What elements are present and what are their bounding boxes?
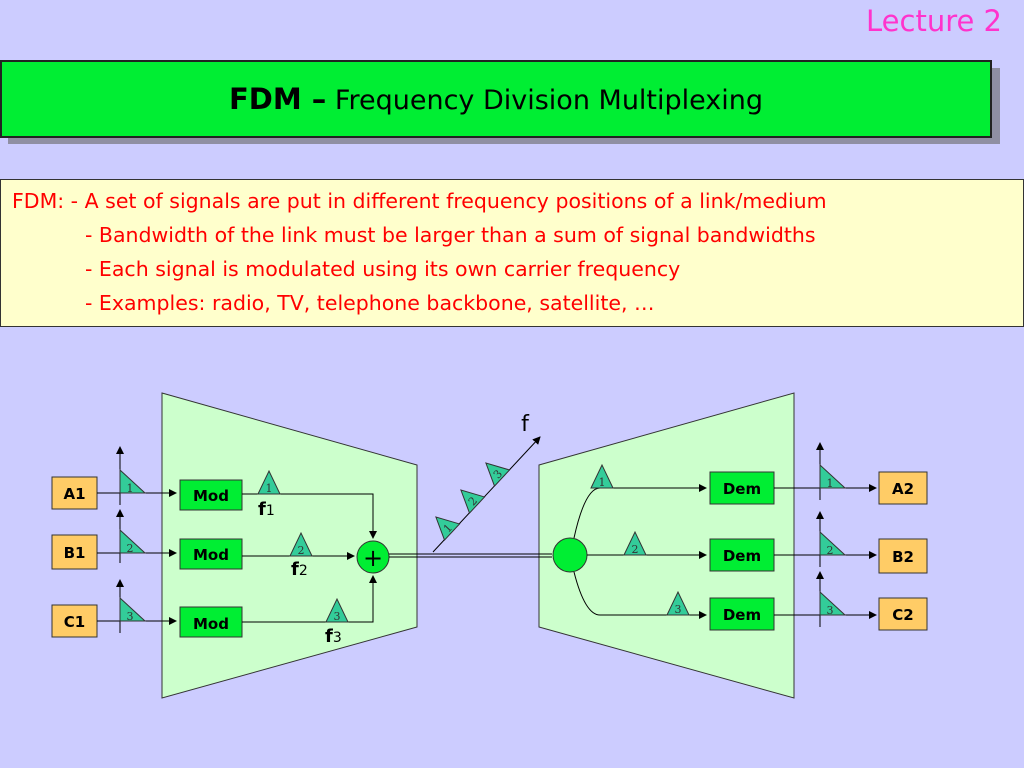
modulator-3: Mod bbox=[179, 606, 243, 638]
input-box-a1: A1 bbox=[51, 476, 98, 510]
carrier-label-f2: f2 bbox=[291, 559, 308, 580]
demux-spectrum-1: 1 bbox=[590, 463, 614, 489]
input-label-a1: A1 bbox=[63, 485, 85, 503]
input-spectrum-1: 1 bbox=[97, 446, 177, 505]
demux-spectrum-3: 3 bbox=[666, 590, 690, 616]
lecture-label: Lecture 2 bbox=[866, 4, 1002, 38]
modulator-label-1: Mod bbox=[193, 487, 229, 505]
title-rest: Frequency Division Multiplexing bbox=[334, 85, 764, 116]
modulator-label-2: Mod bbox=[193, 546, 229, 564]
output-box-c2: C2 bbox=[878, 597, 928, 631]
output-channel-number-1: 1 bbox=[827, 477, 834, 490]
splitter-node bbox=[552, 537, 588, 573]
description-line-4: - Examples: radio, TV, telephone backbon… bbox=[85, 291, 655, 315]
input-box-b1: B1 bbox=[51, 534, 98, 570]
demux-channel-number-3: 3 bbox=[675, 603, 682, 616]
demux-channel-number-1: 1 bbox=[599, 476, 606, 489]
description-line-1: FDM: - A set of signals are put in diffe… bbox=[12, 189, 827, 213]
input-label-c1: C1 bbox=[64, 613, 85, 631]
description-line-2: - Bandwidth of the link must be larger t… bbox=[85, 223, 816, 247]
output-spectrum-2: 2 bbox=[774, 511, 877, 567]
input-spectrum-3: 3 bbox=[97, 579, 177, 633]
summer-symbol: + bbox=[363, 544, 383, 572]
title-banner: FDM – Frequency Division Multiplexing bbox=[0, 60, 992, 138]
output-label-a2: A2 bbox=[892, 480, 914, 498]
description-line-3: - Each signal is modulated using its own… bbox=[85, 257, 681, 281]
input-spectrum-2: 2 bbox=[97, 509, 177, 563]
demodulator-2: Dem bbox=[709, 538, 775, 572]
input-box-c1: C1 bbox=[51, 604, 98, 638]
description-box: FDM: - A set of signals are put in diffe… bbox=[0, 179, 1024, 327]
modulator-2: Mod bbox=[179, 538, 243, 570]
input-channel-number-2: 2 bbox=[127, 542, 134, 555]
demodulator-label-2: Dem bbox=[723, 547, 761, 565]
output-spectrum-1: 1 bbox=[774, 442, 877, 500]
demodulator-3: Dem bbox=[709, 597, 775, 631]
path-channel-3 bbox=[242, 575, 377, 623]
path-channel-1 bbox=[242, 493, 377, 539]
input-channel-number-3: 3 bbox=[127, 610, 134, 623]
output-box-a2: A2 bbox=[878, 471, 928, 505]
modulator-label-3: Mod bbox=[193, 615, 229, 633]
demodulator-1: Dem bbox=[709, 471, 775, 505]
slide-title: FDM – Frequency Division Multiplexing bbox=[229, 82, 763, 116]
carrier-spectrum-3: 3 bbox=[325, 597, 349, 623]
demux-channel-number-2: 2 bbox=[632, 543, 639, 556]
branch-channel-3 bbox=[573, 571, 707, 619]
modulator-1: Mod bbox=[179, 479, 243, 511]
output-label-b2: B2 bbox=[892, 548, 914, 566]
input-channel-number-1: 1 bbox=[127, 482, 134, 495]
output-channel-number-3: 3 bbox=[827, 604, 834, 617]
carrier-channel-number-2: 2 bbox=[298, 544, 305, 557]
demux-spectrum-2: 2 bbox=[623, 530, 647, 556]
output-spectrum-3: 3 bbox=[774, 571, 877, 627]
title-bold: FDM – bbox=[228, 82, 327, 116]
output-label-c2: C2 bbox=[892, 606, 913, 624]
summer-node: + bbox=[356, 540, 390, 574]
frequency-axis-label: f bbox=[521, 412, 530, 437]
carrier-channel-number-1: 1 bbox=[266, 482, 273, 495]
carrier-spectrum-1: 1 bbox=[257, 469, 281, 495]
carrier-channel-number-3: 3 bbox=[334, 610, 341, 623]
demodulator-label-1: Dem bbox=[723, 480, 761, 498]
carrier-label-f3: f3 bbox=[325, 626, 342, 647]
combined-spectrum: f 1 2 3 bbox=[432, 412, 541, 553]
carrier-label-f1: f1 bbox=[258, 499, 275, 520]
carrier-spectrum-2: 2 bbox=[289, 531, 313, 557]
input-label-b1: B1 bbox=[64, 544, 86, 562]
output-channel-number-2: 2 bbox=[827, 544, 834, 557]
output-box-b2: B2 bbox=[878, 538, 928, 574]
demodulator-label-3: Dem bbox=[723, 606, 761, 624]
